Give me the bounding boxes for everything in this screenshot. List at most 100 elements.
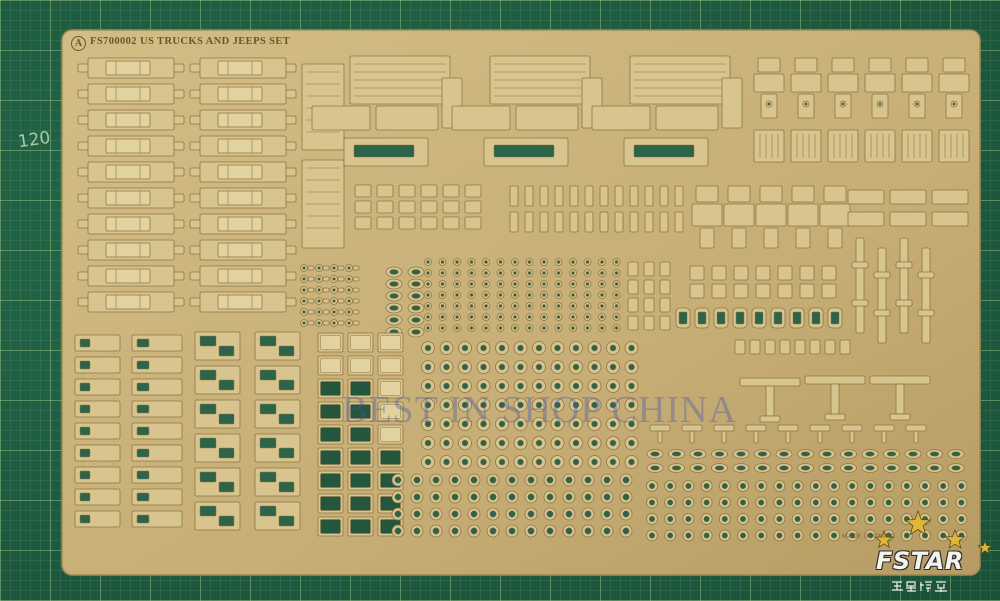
washer-ring-hole bbox=[849, 499, 856, 506]
seat-back-part bbox=[831, 57, 855, 73]
wheel-ring-hole bbox=[628, 382, 635, 390]
wheel-ring-hole bbox=[443, 420, 450, 428]
wheel-ring-hole bbox=[622, 527, 630, 535]
key-ring-hole bbox=[317, 277, 321, 281]
wheel-ring-hole bbox=[546, 527, 554, 535]
door-window bbox=[259, 335, 277, 347]
small-bracket bbox=[464, 200, 482, 214]
seat-part bbox=[755, 265, 771, 281]
floor-cutout bbox=[493, 144, 555, 158]
wheel-ring-hole bbox=[554, 363, 561, 371]
door-cutout bbox=[218, 515, 235, 527]
door-cutout bbox=[278, 447, 295, 459]
hook-stem bbox=[753, 430, 759, 444]
wheel-ring-hole bbox=[413, 493, 421, 501]
seat-part bbox=[864, 73, 896, 93]
washer-ring-hole bbox=[667, 499, 674, 506]
wheel-ring-hole bbox=[394, 476, 402, 484]
key-ring-hole bbox=[347, 277, 351, 281]
hook-part bbox=[777, 424, 799, 432]
washer-ring-hole bbox=[776, 499, 783, 506]
rivet-ring-hole bbox=[498, 282, 503, 286]
logo-stars-group bbox=[874, 509, 993, 555]
slat-part bbox=[584, 211, 594, 233]
washer-ring-hole bbox=[940, 515, 947, 523]
rivet-ring-hole bbox=[455, 315, 459, 319]
cab-window bbox=[136, 448, 150, 458]
link-oval-hole bbox=[908, 451, 918, 457]
link-oval-hole bbox=[800, 465, 811, 471]
rivet-ring-hole bbox=[498, 271, 503, 275]
wheel-ring-hole bbox=[584, 493, 592, 501]
wheel-ring-hole bbox=[413, 476, 421, 484]
rivet-ring-hole bbox=[513, 326, 517, 330]
fstar-logo-subtitle-glyphs bbox=[892, 581, 947, 592]
truck-bed-panel bbox=[105, 216, 151, 232]
slat-part bbox=[614, 211, 624, 233]
wheel-ring-hole bbox=[546, 493, 554, 501]
washer-ring-hole bbox=[758, 532, 765, 539]
rivet-ring-hole bbox=[585, 326, 590, 330]
window-glass bbox=[320, 496, 341, 511]
seat-part bbox=[733, 265, 749, 281]
washer-ring-hole bbox=[794, 515, 801, 523]
wheel-ring-hole bbox=[517, 401, 524, 409]
cab-window bbox=[136, 470, 150, 480]
rivet-ring-hole bbox=[440, 304, 445, 308]
wheel-ring-hole bbox=[584, 510, 592, 518]
logo-star-icon bbox=[944, 528, 966, 550]
seat-back-part bbox=[868, 57, 892, 73]
link-oval-hole bbox=[671, 465, 682, 471]
chair-part bbox=[819, 203, 851, 227]
rivet-ring-hole bbox=[542, 260, 546, 264]
window-glass bbox=[350, 519, 371, 534]
door-cutout bbox=[278, 515, 295, 527]
wheel-ring-hole bbox=[603, 476, 611, 484]
wheel-ring-hole bbox=[480, 382, 487, 390]
truck-bed-panel bbox=[105, 268, 151, 284]
hook-part bbox=[873, 424, 895, 432]
rivet-ring-hole bbox=[556, 304, 561, 308]
key-ring-hole bbox=[317, 321, 321, 325]
rivet-ring-hole bbox=[527, 282, 532, 286]
logo-star-icon bbox=[874, 529, 894, 549]
rivet-ring-hole bbox=[614, 304, 619, 308]
wheel-ring-hole bbox=[554, 439, 561, 447]
window-glass bbox=[350, 427, 371, 442]
small-plate bbox=[764, 339, 776, 355]
rivet-ring-hole bbox=[426, 282, 430, 286]
rivet-ring-hole bbox=[426, 304, 430, 308]
washer-ring-hole bbox=[776, 532, 783, 539]
slat-part bbox=[539, 211, 549, 233]
wheel-ring-hole bbox=[591, 344, 598, 352]
slat-part bbox=[509, 185, 519, 207]
wheel-ring-hole bbox=[451, 510, 459, 518]
rivet-ring-hole bbox=[585, 260, 590, 264]
washer-ring-hole bbox=[703, 482, 710, 490]
small-bracket bbox=[442, 184, 460, 198]
seat-pin-hole bbox=[804, 102, 808, 106]
rivet-ring-hole bbox=[469, 304, 474, 308]
window-glass bbox=[380, 450, 401, 465]
rivet-ring-hole bbox=[527, 315, 532, 319]
rivet-ring-hole bbox=[571, 315, 575, 319]
rivet-ring-hole bbox=[600, 260, 604, 264]
rivet-ring-hole bbox=[542, 271, 546, 275]
seat-part bbox=[821, 283, 837, 299]
key-tab bbox=[307, 287, 315, 293]
link-oval-hole bbox=[736, 451, 746, 457]
wheel-ring-hole bbox=[394, 493, 402, 501]
window-glass bbox=[320, 450, 341, 465]
link-oval-hole bbox=[693, 451, 703, 457]
t-bracket-stem bbox=[830, 383, 840, 415]
door-window bbox=[259, 505, 277, 517]
washer-ring-hole bbox=[739, 532, 747, 539]
hook-stem bbox=[881, 430, 887, 444]
small-plate bbox=[749, 339, 761, 355]
wheel-ring-hole bbox=[489, 510, 497, 518]
cab-window bbox=[136, 426, 150, 436]
wheel-ring-hole bbox=[591, 363, 598, 371]
oval-ring-hole bbox=[389, 293, 399, 299]
wheel-ring-hole bbox=[535, 458, 543, 466]
wheel-ring-hole bbox=[498, 382, 506, 390]
